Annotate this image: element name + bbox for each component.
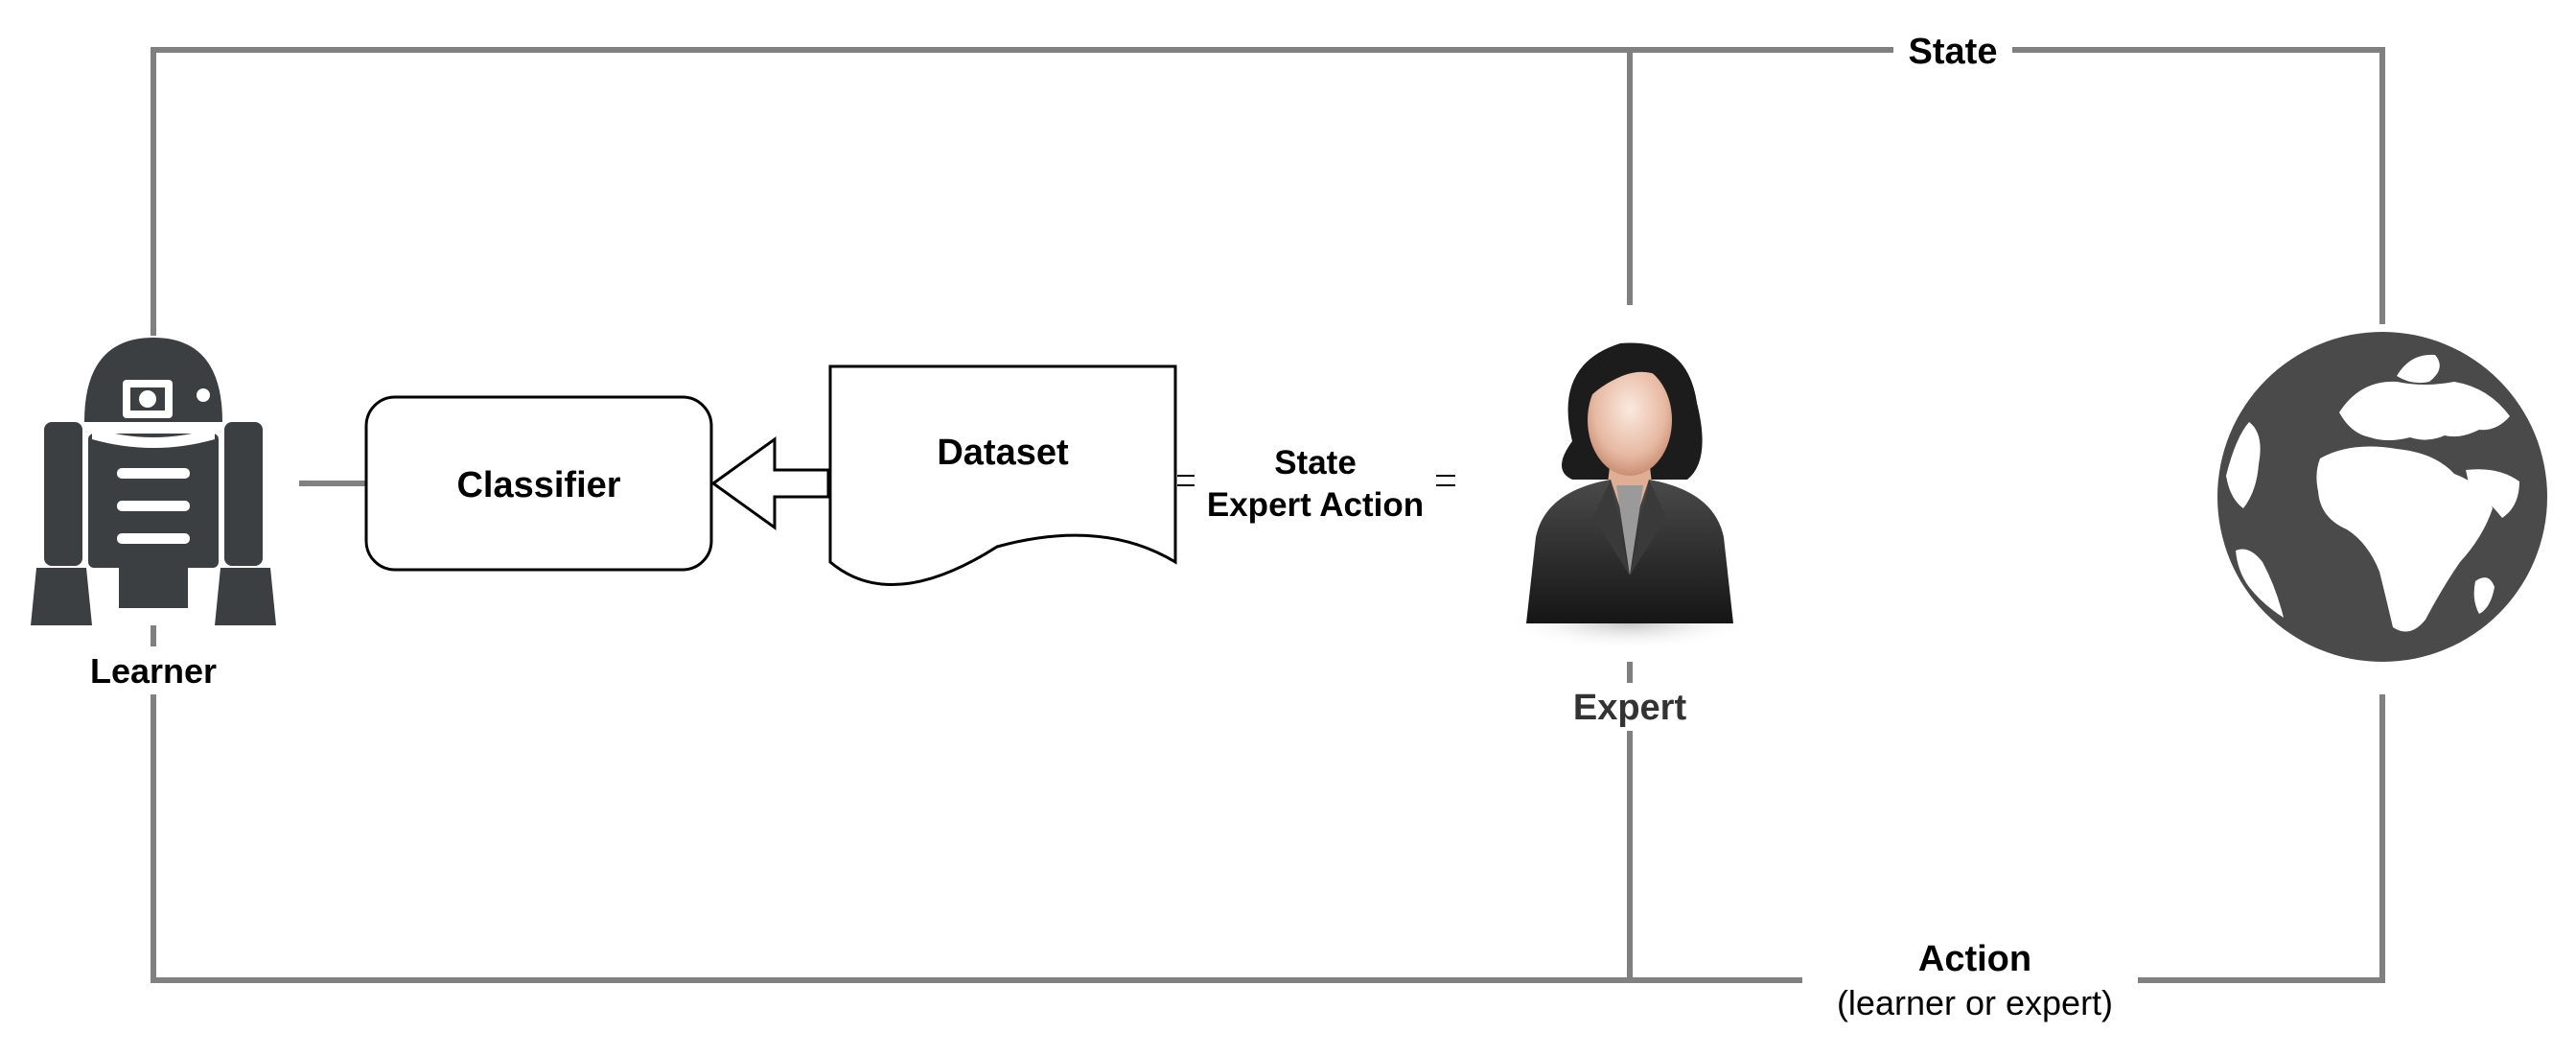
equals-left [1177, 475, 1195, 486]
learner-label: Learner [90, 651, 217, 691]
equals-right [1436, 475, 1455, 486]
person-icon [1505, 342, 1754, 650]
state-label: State [1909, 32, 1998, 72]
dataset-expert-action-label: Expert Action [1207, 486, 1424, 524]
robot-icon [31, 338, 276, 625]
dataset-label: Dataset [937, 433, 1069, 473]
dataset-document [828, 364, 1177, 586]
action-sublabel: (learner or expert) [1837, 983, 2113, 1022]
globe-icon [2217, 332, 2547, 662]
action-label: Action [1918, 939, 2031, 979]
dataset-to-classifier-arrow [710, 436, 830, 530]
dataset-state-label: State [1274, 444, 1357, 481]
action-edge-learner-to-world [151, 627, 2386, 983]
state-edge-to-learner [150, 47, 2385, 337]
expert-label: Expert [1573, 688, 1687, 728]
classifier-label: Classifier [456, 465, 620, 505]
